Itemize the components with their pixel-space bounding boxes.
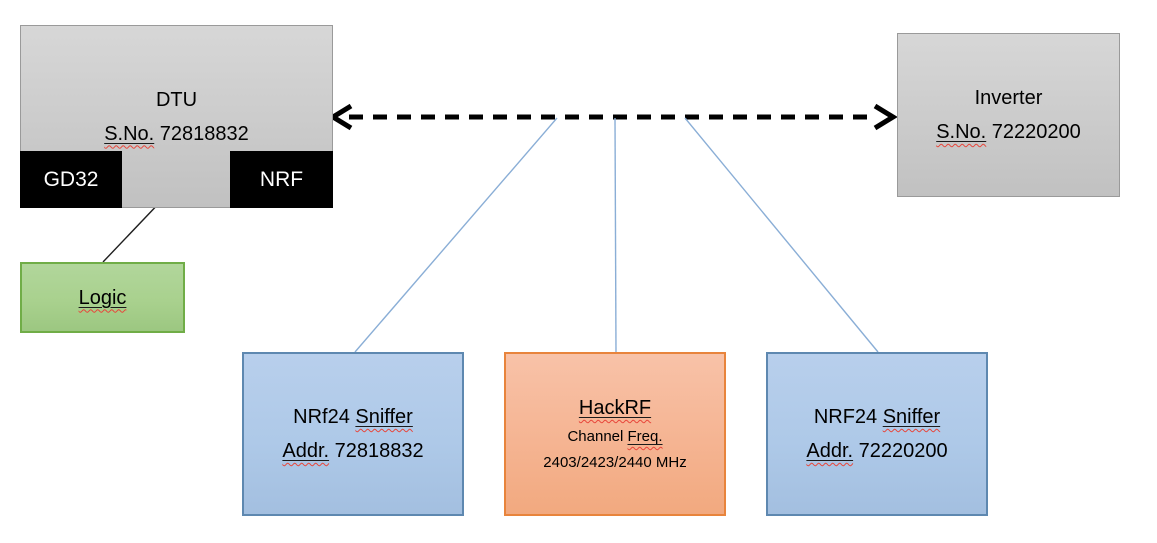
hackrf-frequencies: 2403/2423/2440 MHz [543, 454, 687, 471]
dtu-serial: S.No. 72818832 [104, 122, 249, 145]
hackrf-title: HackRF [578, 397, 652, 419]
hackrf-box: HackRF Channel Freq. 2403/2423/2440 MHz [504, 352, 726, 516]
hackrf-tap-line [614, 117, 617, 353]
hackrf-channel-freq: Channel Freq. [567, 428, 663, 445]
inverter-box: Inverter S.No. 72220200 [897, 33, 1120, 197]
rf-dashed-link-arrow [328, 103, 898, 131]
inverter-title: Inverter [974, 87, 1043, 109]
sniffer-left-tap-line [354, 117, 558, 353]
dtu-title: DTU [155, 88, 198, 111]
sniffer-left-box: NRf24 Sniffer Addr. 72818832 [242, 352, 464, 516]
gd32-label: GD32 [43, 167, 99, 191]
sniffer-right-tap-line [684, 117, 879, 353]
logic-box: Logic [20, 262, 185, 333]
inverter-serial: S.No. 72220200 [936, 121, 1081, 143]
sniffer-right-title: NRF24 Sniffer [813, 406, 941, 428]
nrf-chip: NRF [230, 151, 333, 208]
gd32-chip: GD32 [20, 151, 122, 208]
logic-label: Logic [78, 286, 127, 309]
sniffer-right-addr: Addr. 72220200 [806, 440, 948, 462]
nrf-label: NRF [259, 167, 304, 191]
sniffer-left-title: NRf24 Sniffer [293, 406, 413, 428]
sniffer-right-box: NRF24 Sniffer Addr. 72220200 [766, 352, 988, 516]
sniffer-left-addr: Addr. 72818832 [282, 440, 424, 462]
